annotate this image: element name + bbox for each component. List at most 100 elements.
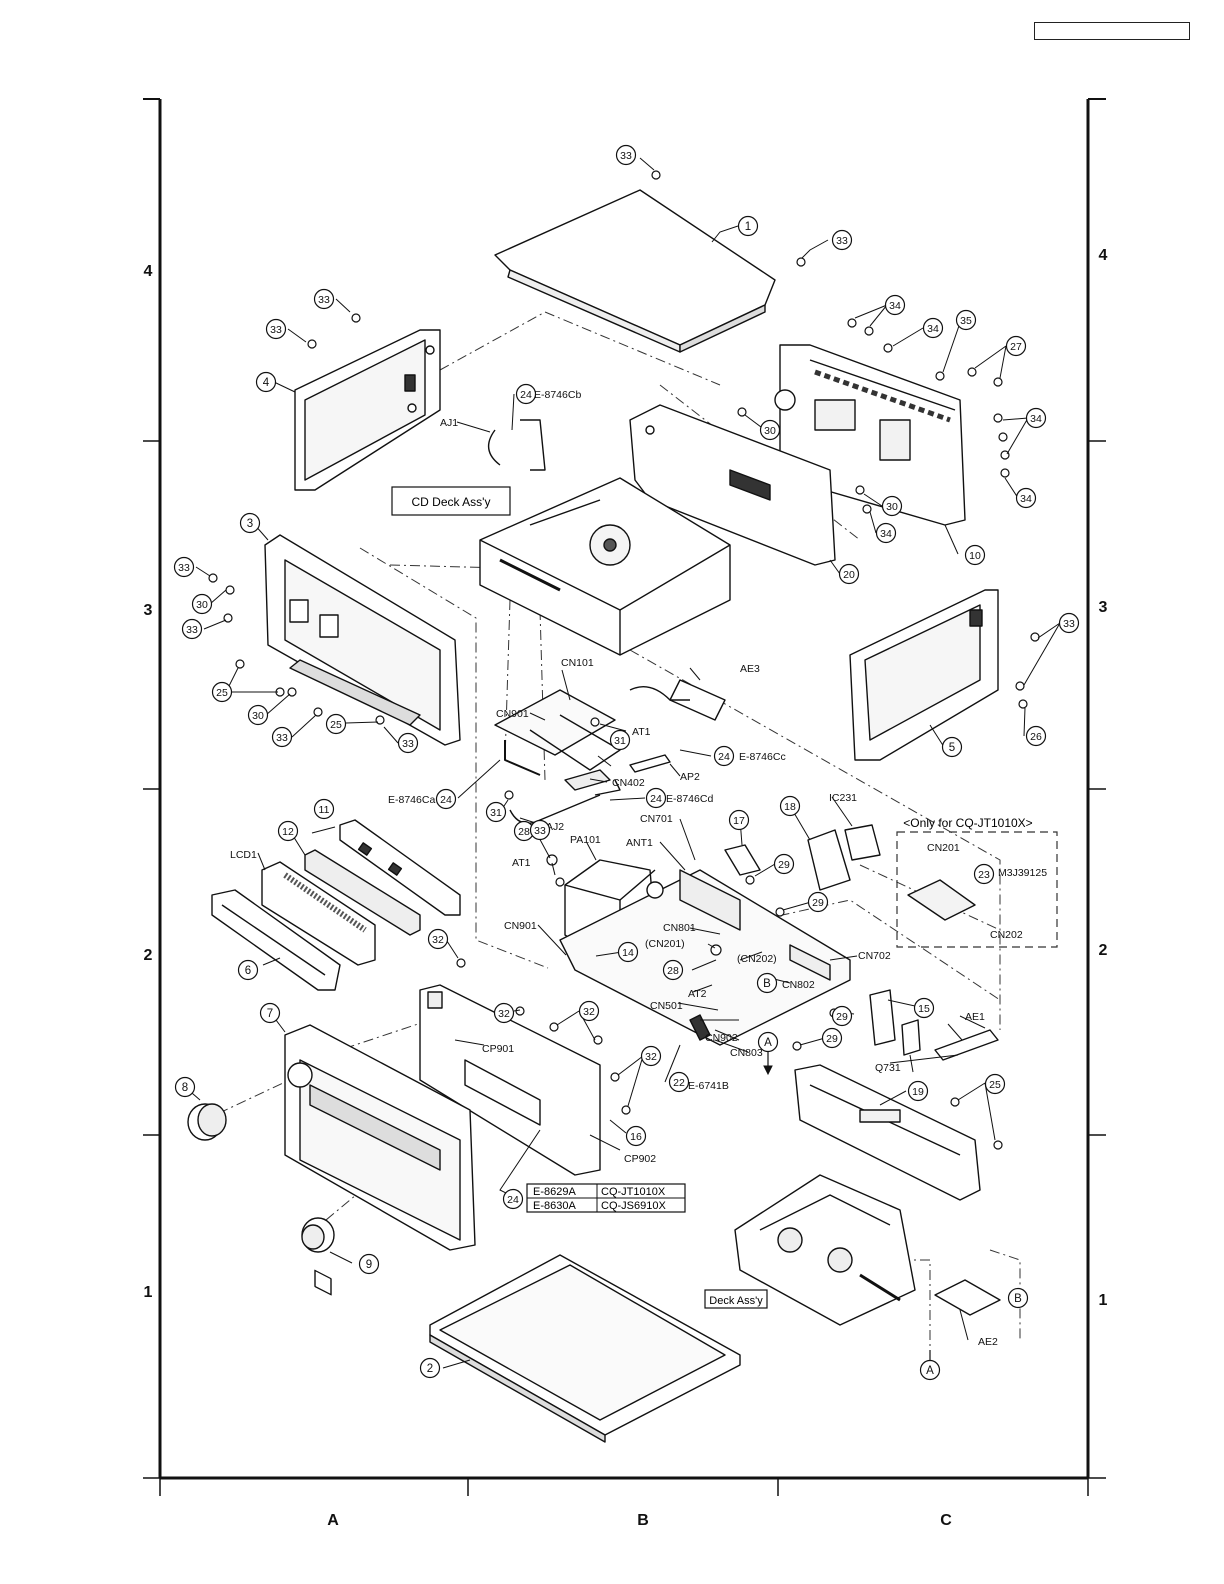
lcd-holder-part-6	[211, 889, 341, 991]
callout-number: 34	[927, 323, 939, 335]
callout-c28b: 28	[662, 959, 684, 981]
callout-c32d: 32	[640, 1045, 662, 1067]
callout-c20: 20	[838, 563, 860, 585]
callout-circle	[529, 819, 551, 841]
callout-c24c: 24	[435, 788, 457, 810]
callout-c33c: 33	[313, 288, 335, 310]
callout-c12: 12	[277, 820, 299, 842]
callout-number: 33	[276, 732, 288, 744]
callout-circle	[239, 512, 261, 534]
callout-c31b: 31	[485, 801, 507, 823]
callout-c34c: 34	[1025, 407, 1047, 429]
callout-circle	[259, 1002, 281, 1024]
callout-c24d: 24	[645, 787, 667, 809]
label-lcd1: LCD1	[230, 849, 257, 861]
label-cn202: CN202	[990, 929, 1023, 941]
callout-number: 33	[270, 324, 282, 336]
callout-circle	[578, 1000, 600, 1022]
callout-circle	[881, 495, 903, 517]
callout-circle	[737, 215, 759, 237]
top-cover-part-1	[494, 189, 776, 353]
callout-number: 33	[402, 738, 414, 750]
variant-table: E-8629A CQ-JT1010X E-8630A CQ-JS6910X	[526, 1183, 686, 1213]
row-label-2-left: 2	[144, 947, 153, 964]
callout-c33e: 33	[173, 556, 195, 578]
label-e8746cb: E-8746Cb	[534, 389, 581, 401]
tape-deck-mechanism	[734, 1174, 916, 1326]
callout-c19: 19	[907, 1080, 929, 1102]
label-cp902: CP902	[624, 1153, 656, 1165]
only-for-model-label: <Only for CQ-JT1010X>	[903, 816, 1032, 830]
callout-number: 28	[518, 826, 530, 838]
callout-number: 15	[918, 1003, 930, 1015]
callout-circle	[515, 383, 537, 405]
callout-number: 6	[245, 965, 251, 977]
label-q731: Q731	[875, 1062, 901, 1074]
callout-circle	[358, 1253, 380, 1275]
callout-circle	[773, 853, 795, 875]
label-aj1: AJ1	[440, 417, 458, 429]
callout-number: 33	[836, 235, 848, 247]
label-cn702: CN702	[858, 950, 891, 962]
callout-number: 20	[843, 569, 855, 581]
flex-cable-ae1	[934, 1029, 999, 1061]
callout-c15: 15	[913, 997, 935, 1019]
callout-number: 30	[252, 710, 264, 722]
callout-circle	[831, 1005, 853, 1027]
callout-c3: 3	[239, 512, 261, 534]
label-cn501: CN501	[650, 1000, 683, 1012]
label-e8746cc: E-8746Cc	[739, 751, 786, 763]
ic231	[844, 824, 881, 861]
callout-circle	[1058, 612, 1080, 634]
label-cn402: CN402	[612, 777, 645, 789]
callout-circle	[640, 1045, 662, 1067]
callout-circle	[1025, 407, 1047, 429]
lens-part-12	[304, 849, 421, 936]
variant-model-2: CQ-JS6910X	[601, 1200, 666, 1212]
label-cn202-paren: (CN202)	[737, 953, 777, 965]
label-at2: AT2	[688, 988, 707, 1000]
row-label-3-left: 3	[144, 602, 153, 619]
callout-c33b: 33	[831, 229, 853, 251]
callout-circle	[668, 1071, 690, 1093]
callout-circle	[807, 891, 829, 913]
callout-circle	[419, 1357, 441, 1379]
callout-number: 33	[318, 294, 330, 306]
variant-part-1: E-8629A	[533, 1186, 576, 1198]
callout-circle	[1015, 487, 1037, 509]
label-cn901-lower: CN901	[504, 920, 537, 932]
cable-aj1	[487, 419, 546, 471]
direction-arrows	[763, 1052, 931, 1360]
callout-c33f: 33	[181, 618, 203, 640]
callout-number: 32	[432, 934, 444, 946]
variant-model-1: CQ-JT1010X	[601, 1186, 666, 1198]
callout-c29d: 29	[821, 1027, 843, 1049]
callout-circle	[181, 618, 203, 640]
label-cn902: CN902	[705, 1032, 738, 1044]
callout-number: 29	[812, 897, 824, 909]
column-label-b: B	[637, 1512, 649, 1529]
cd-deck-assy-label: CD Deck Ass'y	[412, 495, 491, 509]
screws	[208, 170, 1040, 1150]
callout-number: 9	[366, 1259, 372, 1271]
callout-circle	[313, 798, 335, 820]
label-pa101: PA101	[570, 834, 601, 846]
callout-circle	[955, 309, 977, 331]
callout-number: 29	[836, 1011, 848, 1023]
callout-c10: 10	[964, 544, 986, 566]
callout-circle	[831, 229, 853, 251]
callout-number: 34	[1030, 413, 1042, 425]
callout-c24b: 24	[713, 745, 735, 767]
callout-circle	[821, 1027, 843, 1049]
callout-circle	[173, 556, 195, 578]
bracket-part-19	[794, 1064, 981, 1201]
callout-number: 22	[673, 1077, 685, 1089]
callout-circle	[1005, 335, 1027, 357]
callout-number: 2	[427, 1363, 433, 1375]
callout-circle	[1025, 725, 1047, 747]
label-cn201: CN201	[927, 842, 960, 854]
callout-number: B	[763, 978, 771, 990]
callout-c17: 17	[728, 809, 750, 831]
callout-c30a: 30	[759, 419, 781, 441]
callout-c24e: 24	[502, 1188, 524, 1210]
